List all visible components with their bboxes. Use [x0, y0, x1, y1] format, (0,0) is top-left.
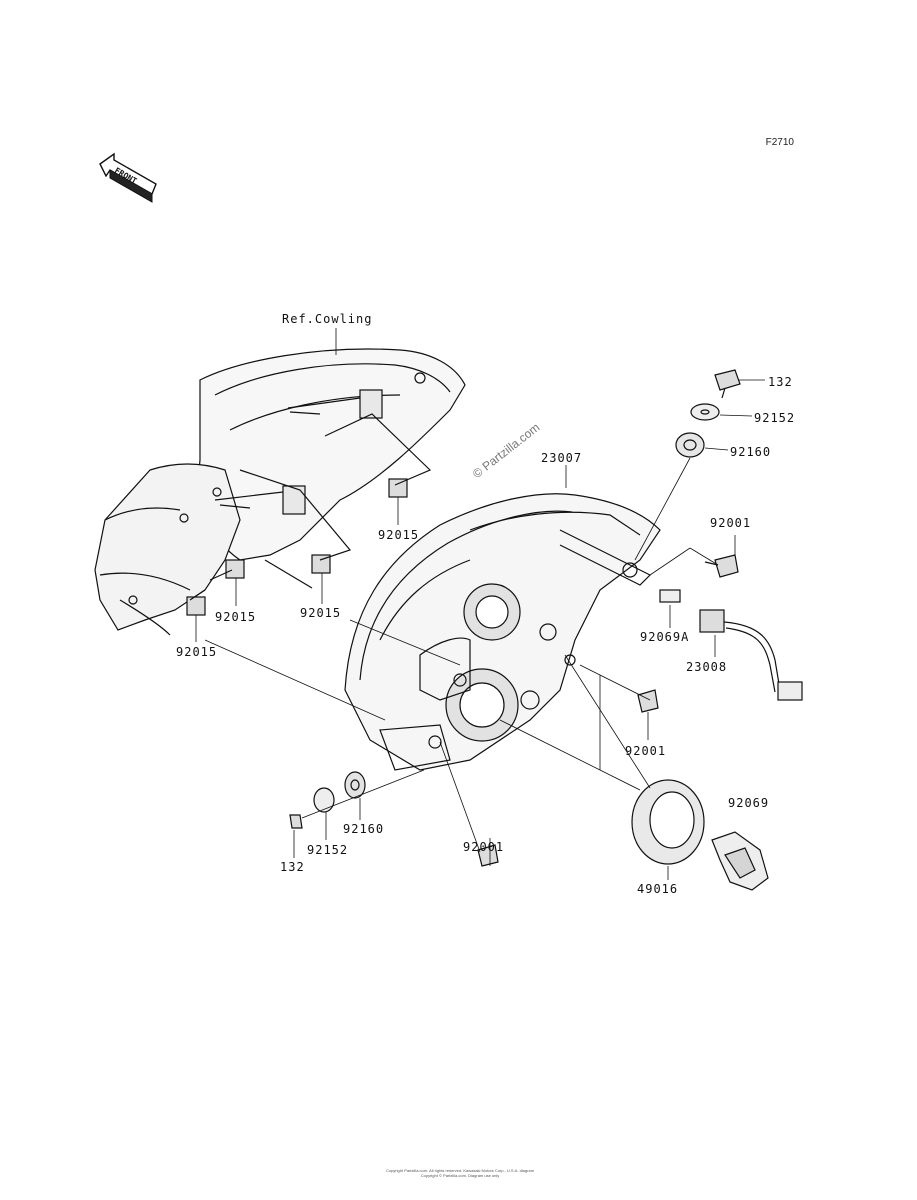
- footer-line-2: Copyright © Partzilla.com. Diagram use o…: [420, 1173, 500, 1178]
- label-23008[interactable]: 23008: [686, 660, 728, 674]
- label-92152-bottom[interactable]: 92152: [307, 843, 349, 857]
- footer-copyright: Copyright Partzilla.com. All rights rese…: [290, 1168, 630, 1178]
- label-132-top[interactable]: 132: [768, 375, 793, 389]
- label-92152-top[interactable]: 92152: [754, 411, 796, 425]
- label-92001-bottom[interactable]: 92001: [463, 840, 505, 854]
- fasteners-illustration: [289, 369, 803, 891]
- label-92001-mid[interactable]: 92001: [625, 744, 667, 758]
- footer-line-1: Copyright Partzilla.com. All rights rese…: [385, 1168, 535, 1173]
- ref-cowling-label: Ref.Cowling: [282, 312, 373, 326]
- label-92015-c[interactable]: 92015: [300, 606, 342, 620]
- headlight-illustration: [344, 493, 661, 771]
- label-92015-d[interactable]: 92015: [176, 645, 218, 659]
- label-132-bottom[interactable]: 132: [280, 860, 305, 874]
- diagram-code: F2710: [765, 137, 794, 148]
- label-92069A[interactable]: 92069A: [640, 630, 690, 644]
- label-92015-b[interactable]: 92015: [215, 610, 257, 624]
- label-92015-a[interactable]: 92015: [378, 528, 420, 542]
- label-49016[interactable]: 49016: [637, 882, 679, 896]
- label-92160-bottom[interactable]: 92160: [343, 822, 385, 836]
- front-arrow-icon: FRONT: [99, 152, 157, 203]
- cowling-illustration: [94, 348, 466, 636]
- leader-lines: [195, 328, 765, 880]
- label-92001-right[interactable]: 92001: [710, 516, 752, 530]
- label-23007[interactable]: 23007: [541, 451, 583, 465]
- label-92160-top[interactable]: 92160: [730, 445, 772, 459]
- label-92069[interactable]: 92069: [728, 796, 770, 810]
